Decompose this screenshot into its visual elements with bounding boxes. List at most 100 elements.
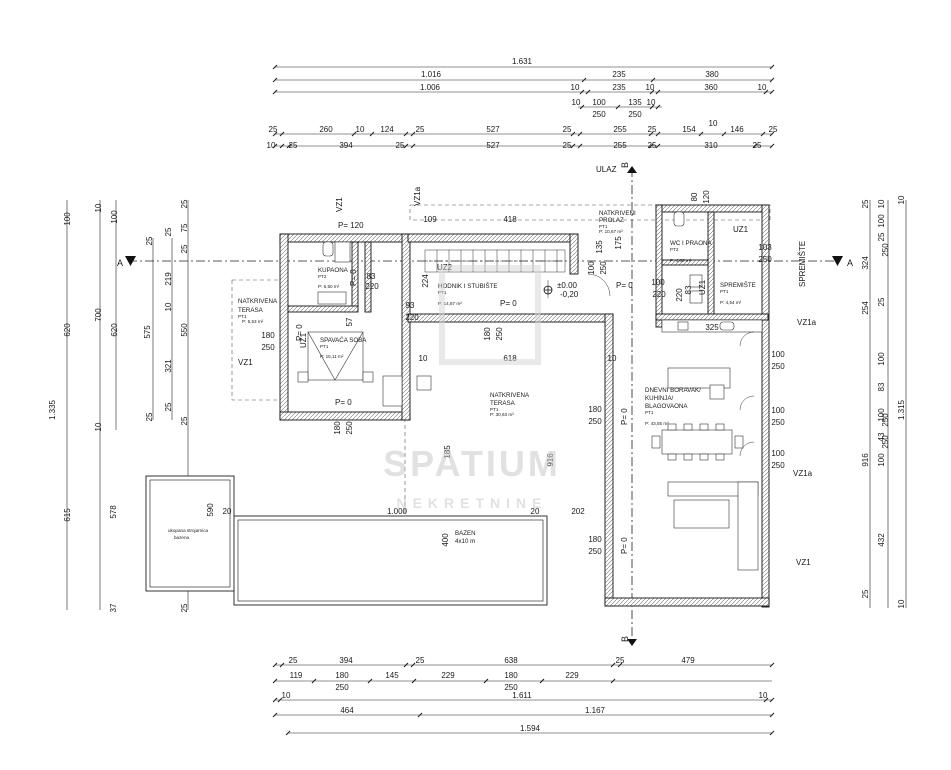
dim-right: 100 — [877, 453, 886, 467]
dim-top: 527 — [486, 141, 500, 150]
dim-left: 25 — [145, 236, 154, 245]
section-a-right: A — [847, 258, 853, 268]
room-area: P: 4,54 m² — [720, 300, 742, 305]
dim-top: 10 — [267, 141, 276, 150]
dim-inner: 109 — [423, 215, 437, 224]
dim-top: 10 — [572, 98, 581, 107]
dim-inner: 1.000 — [387, 507, 408, 516]
dim-inner: 180 — [588, 535, 602, 544]
bottom-dimension-text: 25 394 25 638 25 479 119 180 145 229 180… — [282, 656, 768, 733]
dim-inner: 250 — [771, 461, 785, 470]
room-name: WC I PRAONA — [670, 240, 712, 247]
dim-inner: 180 — [333, 421, 342, 435]
toilet-icon — [322, 241, 334, 257]
walls — [279, 204, 770, 608]
wardrobe — [382, 375, 403, 407]
dim-inner: 57 — [345, 317, 354, 326]
dim-bottom: 1.611 — [512, 691, 532, 700]
storage-side-label: SPREMIŠTE — [798, 241, 807, 287]
dim-inner: 180 — [483, 327, 492, 341]
dining-table — [661, 429, 733, 455]
dim-right: 83 — [877, 382, 886, 391]
dim-bottom: 25 — [616, 656, 625, 665]
room-code: PT2 — [670, 247, 679, 252]
sill-height: P= 0 — [500, 299, 517, 308]
right-dimension-text: 25 10 100 25 324 25 254 100 83 100 43 10… — [861, 195, 906, 608]
dim-bottom: 229 — [441, 671, 455, 680]
dim-left: 25 — [145, 412, 154, 421]
dim-top: 380 — [705, 70, 719, 79]
section-b-bottom-marker — [627, 639, 637, 646]
sill-height: P= 0 — [620, 408, 629, 425]
dim-inner: 220 — [405, 313, 419, 322]
dim-left: 10 — [164, 302, 173, 311]
top-dimension-text: 1.631 1.016 235 380 1.006 10 235 10 360 … — [267, 57, 778, 150]
dim-left: 25 — [164, 227, 173, 236]
dim-left: 10 — [94, 203, 103, 212]
sill-height: P= 0 — [335, 398, 352, 407]
room-name: NATKRIVENA — [490, 392, 530, 399]
dim-top: 250 — [628, 110, 642, 119]
room-name: SPREMIŠTE — [720, 282, 756, 289]
dim-inner: 100 — [771, 449, 785, 458]
section-labels: A A B B — [117, 162, 853, 642]
dim-inner: 175 — [614, 236, 623, 250]
dim-right: 250 — [881, 243, 890, 257]
room-code: PT1 — [645, 410, 654, 415]
dim-top: 10 — [571, 83, 580, 92]
dim-top: 10 — [709, 119, 718, 128]
section-b-bottom: B — [620, 636, 630, 642]
vz-label: VZ1 — [796, 558, 811, 567]
dim-inner: 400 — [441, 533, 450, 547]
dim-right: 100 — [877, 214, 886, 228]
roof-outlines — [231, 204, 771, 600]
watermark: SPATIUM NEKRETNINE — [383, 265, 561, 511]
dim-left: 25 — [164, 402, 173, 411]
entrance-label: ULAZ — [596, 165, 617, 174]
dim-top: 25 — [648, 125, 657, 134]
dim-inner: 202 — [571, 507, 585, 516]
dim-right: 250 — [881, 413, 890, 427]
dim-inner: 135 — [595, 240, 604, 254]
dim-bottom: 180 — [504, 671, 518, 680]
dim-inner: 185 — [443, 445, 452, 459]
bottom-dimensions — [272, 662, 775, 736]
washbasin — [317, 291, 347, 305]
level-label: -0,20 — [560, 290, 579, 299]
dim-inner: 93 — [406, 301, 415, 310]
dim-top: 25 — [563, 141, 572, 150]
room-name: TERASA — [238, 307, 264, 314]
dim-bottom: 394 — [339, 656, 353, 665]
sill-height: P= 120 — [338, 221, 364, 230]
section-markers — [125, 166, 843, 646]
dim-total-top: 1.631 — [512, 57, 533, 66]
dim-inner: 220 — [365, 282, 379, 291]
level-marker — [543, 285, 553, 295]
room-name: HODNIK I STUBIŠTE — [438, 283, 497, 290]
dim-top: 25 — [416, 125, 425, 134]
dim-inner: 103 — [758, 243, 772, 252]
dim-inner: 250 — [599, 261, 608, 275]
room-labels: ULAZ SPREMIŠTE KUPAONA PT2 P: 5,50 m² NA… — [168, 165, 807, 545]
dim-left: 550 — [180, 323, 189, 337]
dim-inner: 220 — [675, 288, 684, 302]
shower — [334, 241, 351, 263]
dim-left: 10 — [94, 422, 103, 431]
dim-bottom: 1.167 — [585, 706, 606, 715]
dim-right: 100 — [877, 408, 886, 422]
dim-right: 25 — [877, 297, 886, 306]
dim-top: 1.006 — [420, 83, 441, 92]
watermark-logo-text: SPATIUM — [383, 443, 561, 484]
dim-right: 916 — [861, 453, 870, 467]
room-area: P: 5,53 m² — [242, 319, 264, 324]
dim-bottom: 638 — [504, 656, 518, 665]
room-area: P: 10,67 m² — [599, 229, 623, 234]
room-name: KUHINJA/ — [645, 395, 673, 402]
dim-inner: 250 — [261, 343, 275, 352]
dim-top: 255 — [613, 141, 627, 150]
room-name: KUPAONA — [318, 267, 349, 274]
dim-inner: 250 — [345, 421, 354, 435]
dim-bottom: 250 — [335, 683, 349, 692]
dim-bottom: 250 — [504, 683, 518, 692]
dim-top: 255 — [613, 125, 627, 134]
